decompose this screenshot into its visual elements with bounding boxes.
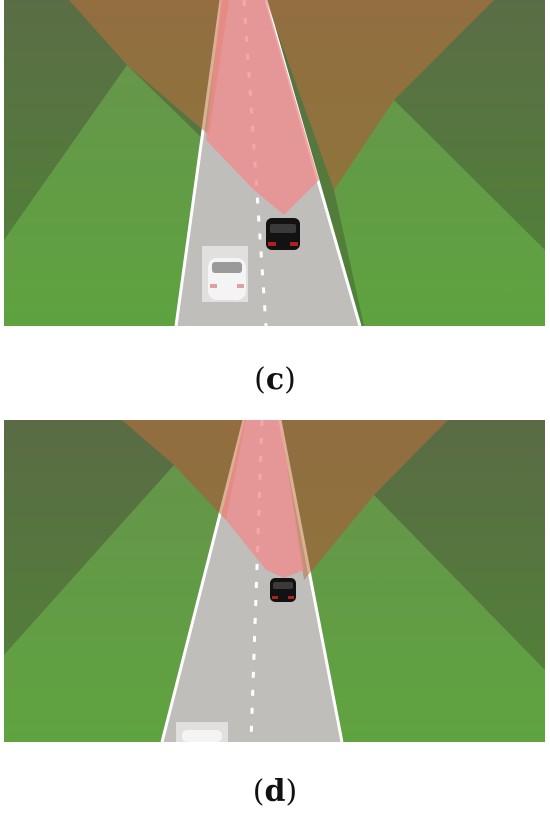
orange-sensor-zone-right xyxy=(280,420,448,580)
lead-car xyxy=(270,578,296,602)
caption-d-letter: d xyxy=(264,774,286,809)
ego-car xyxy=(202,246,248,302)
green-sensor-zone-right xyxy=(304,495,545,742)
red-sensor-zone xyxy=(222,420,304,578)
green-sensor-zone-right xyxy=(334,100,545,326)
scene-image-d xyxy=(4,420,545,742)
green-sensor-zone-left xyxy=(4,465,226,742)
caption-d-close: ) xyxy=(285,774,298,809)
green-sensor-zone-left xyxy=(4,65,204,326)
orange-sensor-zone-left xyxy=(69,0,229,135)
caption-c: (c) xyxy=(0,362,550,397)
scene-image-c xyxy=(4,0,545,326)
caption-c-close: ) xyxy=(284,362,296,397)
driving-scene-c xyxy=(4,0,545,326)
caption-c-open: ( xyxy=(254,362,266,397)
caption-c-letter: c xyxy=(265,362,285,397)
red-sensor-zone xyxy=(206,0,319,215)
driving-scene-d xyxy=(4,420,545,742)
caption-d: (d) xyxy=(0,774,550,809)
caption-d-open: ( xyxy=(252,774,265,809)
road xyxy=(162,420,342,742)
orange-sensor-zone-right xyxy=(266,0,494,190)
lead-car xyxy=(266,218,300,250)
ego-car xyxy=(176,722,228,742)
orange-sensor-zone-left xyxy=(122,420,246,520)
